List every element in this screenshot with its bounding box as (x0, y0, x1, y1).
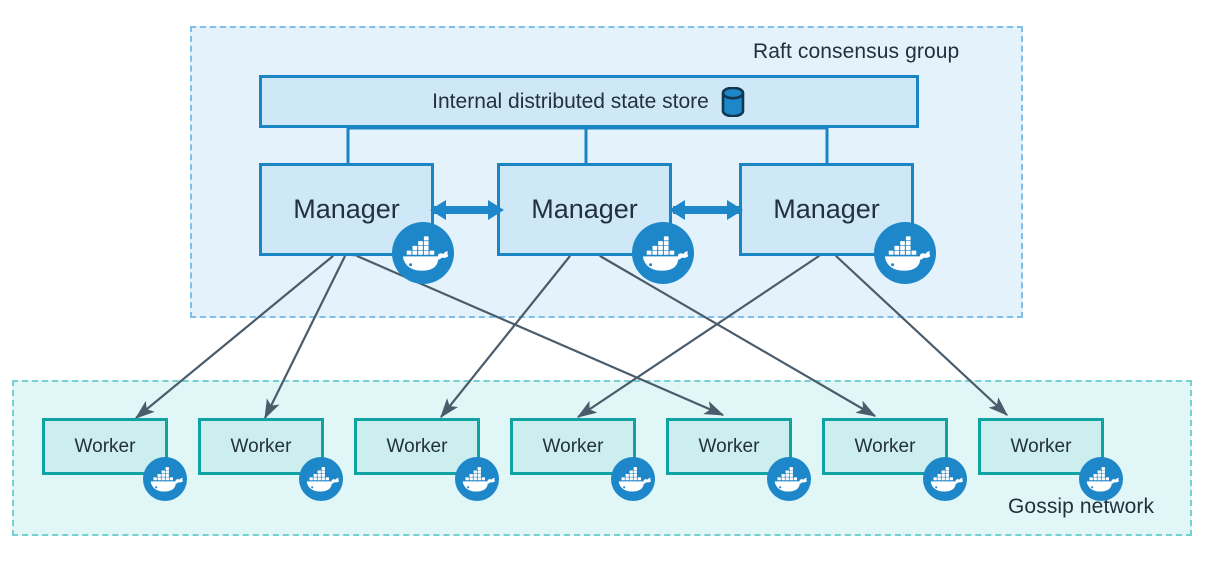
worker-label: Worker (698, 435, 760, 457)
manager-link-2-3 (669, 200, 743, 220)
worker-label: Worker (74, 435, 136, 457)
docker-whale-icon (923, 457, 967, 501)
docker-whale-icon (299, 457, 343, 501)
docker-whale-icon (143, 457, 187, 501)
worker-label: Worker (1010, 435, 1072, 457)
manager-label: Manager (773, 194, 880, 224)
manager-label: Manager (531, 194, 638, 224)
state-store-label: Internal distributed state store (432, 89, 709, 113)
manager-label: Manager (293, 194, 400, 224)
raft-group-label: Raft consensus group (753, 40, 960, 63)
worker-node-7[interactable]: Worker (978, 418, 1104, 475)
database-icon (720, 86, 746, 117)
manager-link-1-2 (430, 200, 504, 220)
docker-whale-icon (455, 457, 499, 501)
worker-label: Worker (386, 435, 448, 457)
worker-node-5[interactable]: Worker (666, 418, 792, 475)
worker-label: Worker (230, 435, 292, 457)
docker-whale-icon (632, 222, 694, 284)
docker-whale-icon (392, 222, 454, 284)
worker-label: Worker (542, 435, 604, 457)
docker-whale-icon (767, 457, 811, 501)
gossip-group-label: Gossip network (1008, 495, 1155, 518)
worker-label: Worker (854, 435, 916, 457)
docker-whale-icon (1079, 457, 1123, 501)
internal-state-store-box[interactable]: Internal distributed state store (259, 75, 919, 128)
docker-whale-icon (611, 457, 655, 501)
docker-whale-icon (874, 222, 936, 284)
